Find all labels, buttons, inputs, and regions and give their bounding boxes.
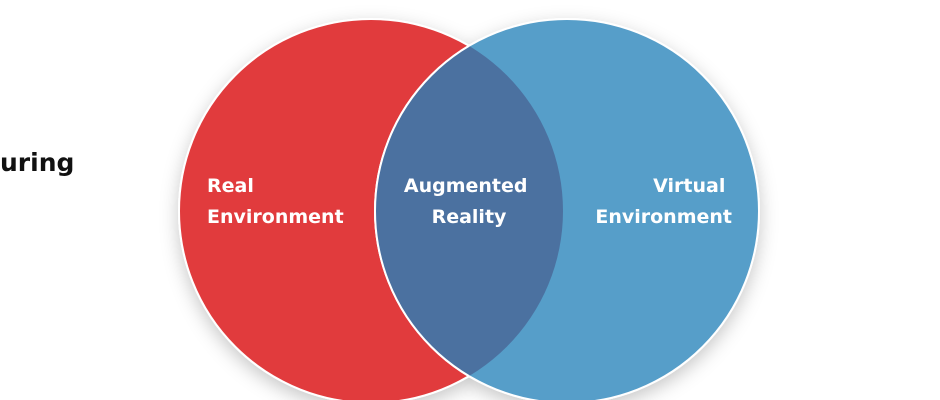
augmented-reality-label: Augmented Reality (404, 175, 534, 228)
virtual-label-line-2: Environment (595, 206, 732, 228)
ar-label-line-1: Augmented (404, 175, 528, 197)
virtual-environment-label: Virtual Environment (595, 175, 732, 228)
real-label-line-1: Real (207, 175, 254, 197)
ar-label-line-2: Reality (432, 206, 507, 228)
augmented-reality-intersection (374, 19, 563, 400)
virtual-label-line-1: Virtual (653, 175, 725, 197)
real-environment-label: Real Environment (207, 175, 344, 228)
venn-circles (178, 18, 760, 400)
side-heading-fragment: uring (0, 148, 75, 177)
real-label-line-2: Environment (207, 206, 344, 228)
